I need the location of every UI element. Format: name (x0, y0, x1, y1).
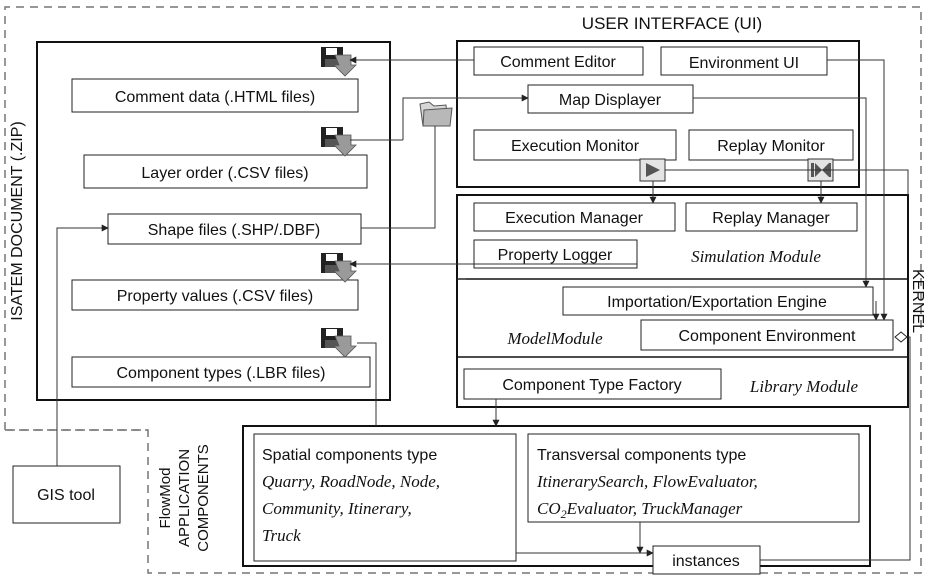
connector (56, 224, 109, 466)
spatial-line: Community, Itinerary, (262, 499, 412, 518)
connector (665, 169, 909, 195)
doc-file-layer-order[interactable] (83, 154, 368, 189)
component-type-factory-box[interactable] (463, 368, 722, 400)
aggregation-diamond (894, 331, 908, 343)
component-environment-label: Component Environment (679, 328, 857, 345)
comment-editor-box[interactable] (473, 46, 644, 76)
floppy-disk-icon (320, 327, 357, 358)
connector (357, 342, 377, 426)
execution-monitor-box[interactable] (473, 129, 677, 161)
floppy-disk-icon (320, 46, 357, 77)
application-components-panel (242, 425, 871, 567)
doc-file-comment-data[interactable] (71, 78, 359, 113)
doc-file-label: Property values (.CSV files) (117, 288, 314, 305)
flowmod-label: FlowMod (157, 468, 174, 529)
kernel-panel (456, 194, 909, 408)
transversal-co: CO (537, 499, 561, 518)
transversal-components-box[interactable] (527, 433, 860, 523)
floppy-disk-icon (320, 252, 357, 283)
spatial-components-box[interactable] (253, 433, 517, 562)
comment-editor-label: Comment Editor (500, 54, 616, 71)
transversal-rest: Evaluator, TruckManager (566, 499, 743, 518)
isatem-document-panel (36, 41, 391, 401)
spatial-line: Quarry, RoadNode, Node, (262, 472, 440, 491)
component-environment-box[interactable] (640, 319, 894, 351)
transversal-subscript: 2 (561, 507, 567, 521)
play-icon[interactable] (639, 158, 666, 182)
doc-file-label: Comment data (.HTML files) (115, 89, 315, 106)
library-module-label: Library Module (749, 377, 859, 396)
gis-tool-box[interactable] (12, 465, 121, 524)
transversal-title: Transversal components type (537, 447, 746, 464)
gis-tool-label: GIS tool (37, 487, 95, 504)
execution-monitor-label: Execution Monitor (511, 138, 640, 155)
floppy-disk-icon (320, 126, 357, 157)
spatial-line: Truck (262, 526, 301, 545)
property-logger-label: Property Logger (498, 247, 613, 264)
spatial-title: Spatial components type (262, 447, 437, 464)
connector (693, 97, 870, 288)
transversal-line: CO2Evaluator, TruckManager (537, 499, 743, 521)
connector (361, 126, 436, 229)
property-logger-box[interactable] (473, 239, 638, 269)
import-export-engine-box[interactable] (562, 286, 874, 316)
simulation-module-label: Simulation Module (691, 247, 821, 266)
replay-monitor-box[interactable] (688, 129, 854, 161)
connector (402, 94, 529, 140)
component-type-factory-label: Component Type Factory (502, 377, 681, 394)
instances-label: instances (672, 553, 740, 570)
doc-file-property-values[interactable] (71, 279, 359, 311)
doc-file-label: Component types (.LBR files) (117, 365, 326, 382)
execution-manager-label: Execution Manager (505, 210, 644, 227)
model-module-label: ModelModule (506, 329, 603, 348)
import-export-engine-label: Importation/Exportation Engine (607, 294, 827, 311)
transversal-line: ItinerarySearch, FlowEvaluator, (536, 472, 758, 491)
isatem-label: ISATEM DOCUMENT (.ZIP) (9, 121, 26, 320)
replay-monitor-label: Replay Monitor (717, 138, 825, 155)
replay-manager-box[interactable] (685, 202, 858, 232)
folder-icon (419, 101, 453, 127)
doc-file-shape-files[interactable] (107, 213, 362, 245)
environment-ui-label: Environment UI (689, 55, 799, 72)
doc-file-label: Shape files (.SHP/.DBF) (148, 222, 321, 239)
flowmod-label: APPLICATION (176, 449, 193, 547)
kernel-label: KERNEL (909, 269, 926, 333)
ui-title: USER INTERFACE (UI) (582, 14, 762, 33)
user-interface-panel (456, 40, 860, 188)
environment-ui-box[interactable] (660, 46, 828, 76)
replay-manager-label: Replay Manager (712, 210, 830, 227)
doc-file-label: Layer order (.CSV files) (141, 165, 308, 182)
execution-manager-box[interactable] (473, 202, 676, 232)
instances-box[interactable] (652, 545, 761, 575)
flowmod-label: COMPONENTS (195, 444, 212, 552)
map-displayer-label: Map Displayer (559, 92, 662, 109)
doc-file-component-types[interactable] (71, 356, 371, 388)
connectors (56, 56, 911, 561)
connector (827, 59, 888, 321)
